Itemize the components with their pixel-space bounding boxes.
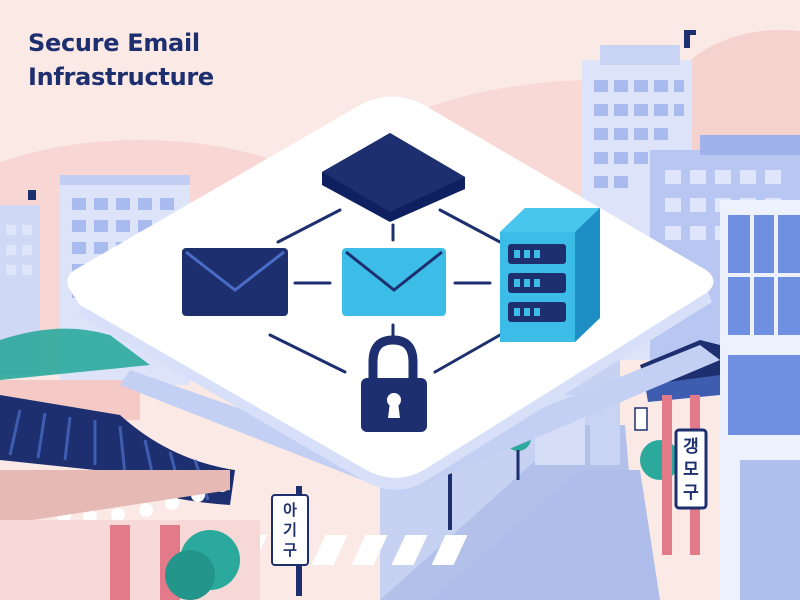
- padlock-icon: [361, 335, 427, 432]
- envelope-icon: [182, 248, 288, 316]
- sign-left-char-1: 아: [283, 501, 297, 519]
- sign-right-char-1: 갱: [683, 437, 699, 457]
- sign-left-char-2: 기: [283, 521, 297, 539]
- connector-left-lock: [268, 333, 347, 374]
- street-sign-left: 아 기 구: [271, 486, 309, 596]
- connector-hub-left: [276, 208, 342, 244]
- title-line-2: Infrastructure: [28, 63, 214, 91]
- title-line-1: Secure Email: [28, 29, 200, 57]
- street-sign-right: 갱 모 구: [674, 428, 708, 510]
- connector-right-lock: [433, 333, 502, 374]
- sign-right-char-3: 구: [683, 483, 699, 503]
- sign-left-char-3: 구: [283, 541, 297, 559]
- envelope-icon: [342, 248, 446, 316]
- sign-right-char-2: 모: [683, 460, 699, 480]
- server-icon: [500, 208, 600, 342]
- connector-lines: [268, 208, 502, 374]
- hub-node-icon: [322, 133, 465, 222]
- page-title: Secure Email Infrastructure: [28, 26, 214, 94]
- small-street-sign: [634, 407, 648, 431]
- right-foreground-building: [720, 200, 800, 600]
- connector-hub-right: [438, 208, 502, 244]
- hanok-roof-left: [0, 328, 260, 600]
